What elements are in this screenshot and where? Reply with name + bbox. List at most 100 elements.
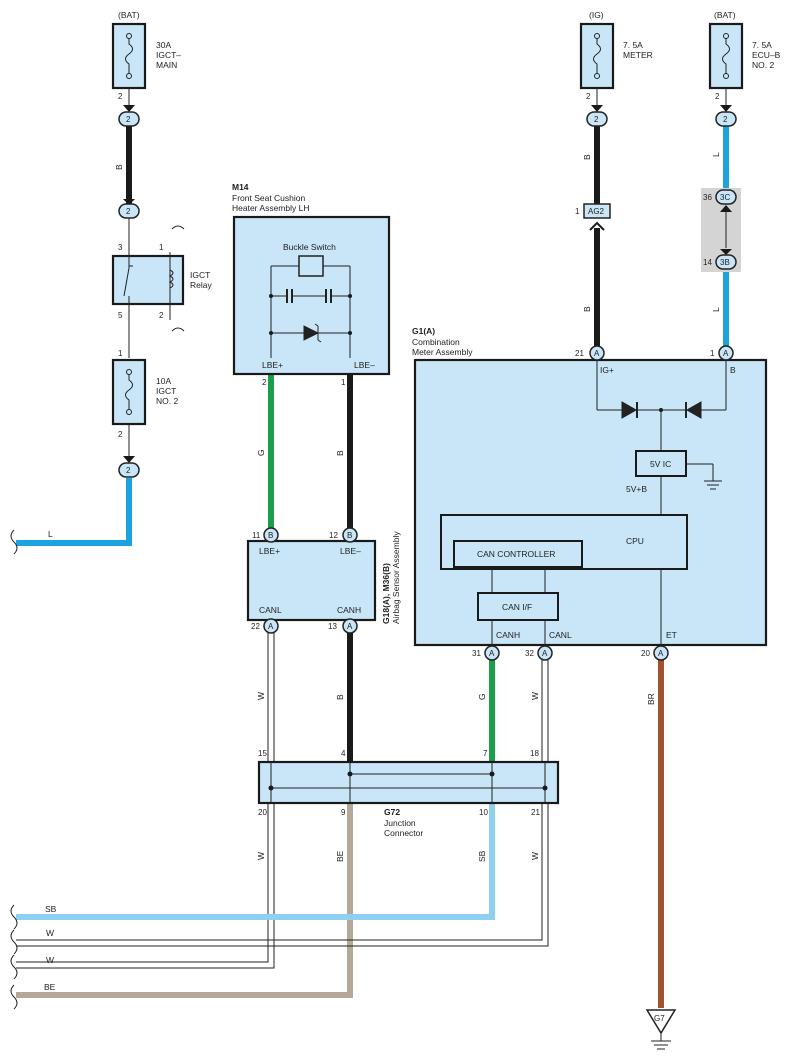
fuse-name: IGCT (156, 386, 176, 396)
fuse-name: METER (623, 50, 653, 60)
g1-ig: IG+ (600, 365, 614, 375)
connector-pin: B 12 (329, 527, 358, 543)
can-controller-label: CAN CONTROLLER (477, 549, 555, 559)
airbag-code: G18(A), M36(B) (381, 563, 391, 624)
fuse-symbol (593, 36, 601, 76)
airbag-title: Airbag Sensor Assembly (391, 531, 401, 624)
svg-text:AG2: AG2 (588, 207, 605, 216)
svg-text:22: 22 (251, 622, 260, 631)
pin-number: 7 (483, 749, 488, 758)
fuse-symbol (125, 36, 133, 76)
g72-box (257, 760, 560, 805)
svg-text:20: 20 (641, 649, 650, 658)
wire-color-label: G (477, 693, 487, 700)
g1-title: Meter Assembly (412, 347, 473, 357)
svg-text:A: A (489, 649, 495, 658)
g72-bus (270, 762, 546, 803)
wire-color-label: B (335, 450, 345, 456)
connector-pin: A 21 (575, 345, 605, 361)
fuse-name: NO. 2 (752, 60, 774, 70)
wire-color-label: BE (335, 850, 345, 862)
pin-number: 3 (118, 243, 123, 252)
wire-color-label: W (46, 955, 54, 965)
wire-color-label: W (530, 692, 540, 700)
airbag-canh: CANH (337, 605, 361, 615)
fuse-symbol (125, 372, 133, 412)
svg-text:13: 13 (328, 622, 337, 631)
wire-color-label: W (530, 852, 540, 860)
wire-color-label: W (256, 692, 266, 700)
svg-text:B: B (268, 531, 273, 540)
m14-code: M14 (232, 182, 249, 192)
g1-title: Combination (412, 337, 460, 347)
connector-pin: B 11 (252, 527, 279, 543)
can-if-label: CAN I/F (502, 602, 532, 612)
wire-w-out2 (16, 803, 543, 941)
airbag-lbe-neg: LBE– (340, 546, 361, 556)
m14-pin-pos: LBE+ (262, 360, 283, 370)
pin-number: 21 (531, 808, 540, 817)
svg-text:11: 11 (252, 531, 261, 540)
can-if-box (477, 592, 559, 621)
pin-number: 5 (118, 311, 123, 320)
svg-text:2: 2 (126, 115, 131, 124)
wire-color-label: L (711, 152, 721, 157)
connector-pin: A 31 (472, 645, 500, 661)
cpu-label: CPU (626, 536, 644, 546)
pin-number: 2 (118, 430, 123, 439)
wire-w-out2 (16, 803, 549, 947)
relay-label: IGCT (190, 270, 210, 280)
airbag-sensor-box (246, 539, 377, 622)
pin-number: 20 (258, 808, 267, 817)
svg-text:36: 36 (703, 193, 712, 202)
connector-3b: 3B 14 (703, 249, 737, 270)
buckle-switch-label: Buckle Switch (283, 242, 336, 252)
wire-sb-out (16, 803, 495, 920)
svg-text:2: 2 (723, 115, 728, 124)
m14-pin-neg: LBE– (354, 360, 375, 370)
fuse-amp: 10A (156, 376, 171, 386)
pin-number: 1 (118, 349, 123, 358)
relay-label: Relay (190, 280, 212, 290)
wire-color-label: W (46, 928, 54, 938)
connector-oval: 2 (715, 105, 737, 127)
m14-title: Front Seat Cushion (232, 193, 306, 203)
wire-color-label: B (582, 306, 592, 312)
wire-be-out (16, 803, 353, 998)
svg-text:A: A (594, 349, 600, 358)
wire-color-label: SB (477, 850, 487, 862)
wire-color-label: G (256, 449, 266, 456)
svg-text:A: A (723, 349, 729, 358)
wire-color-label: L (48, 529, 53, 539)
connector-pin: A 20 (641, 645, 669, 661)
igct-relay (111, 254, 185, 306)
fuse-name: MAIN (156, 60, 177, 70)
ic-vb-label: 5V+B (626, 484, 647, 494)
airbag-lbe-pos: LBE+ (259, 546, 280, 556)
fuse-amp: 30A (156, 40, 171, 50)
power-label-bat: (BAT) (118, 10, 140, 20)
diode-icon (596, 360, 727, 451)
svg-text:14: 14 (703, 258, 712, 267)
pin-number: 2 (715, 92, 720, 101)
svg-text:3C: 3C (720, 193, 730, 202)
pin-number: 15 (258, 749, 267, 758)
fuse-name: ECU–B (752, 50, 781, 60)
svg-text:A: A (658, 649, 664, 658)
svg-text:G7: G7 (654, 1014, 665, 1023)
junction-dots (268, 771, 548, 791)
svg-text:A: A (347, 622, 353, 631)
svg-text:12: 12 (329, 531, 338, 540)
ic-5v-label: 5V IC (650, 459, 671, 469)
fuse-name: NO. 2 (156, 396, 178, 406)
pin-number: 1 (341, 378, 346, 387)
g1-et: ET (666, 630, 677, 640)
can-controller-box (453, 540, 583, 568)
connector-oval: 2 (118, 199, 140, 219)
g72-code: G72 (384, 807, 400, 817)
wire-color-label: W (256, 852, 266, 860)
junction-dots (269, 294, 352, 335)
connector-ag2: AG2 1 (575, 203, 611, 231)
ground-icon (686, 463, 722, 490)
pin-number: 18 (530, 749, 539, 758)
